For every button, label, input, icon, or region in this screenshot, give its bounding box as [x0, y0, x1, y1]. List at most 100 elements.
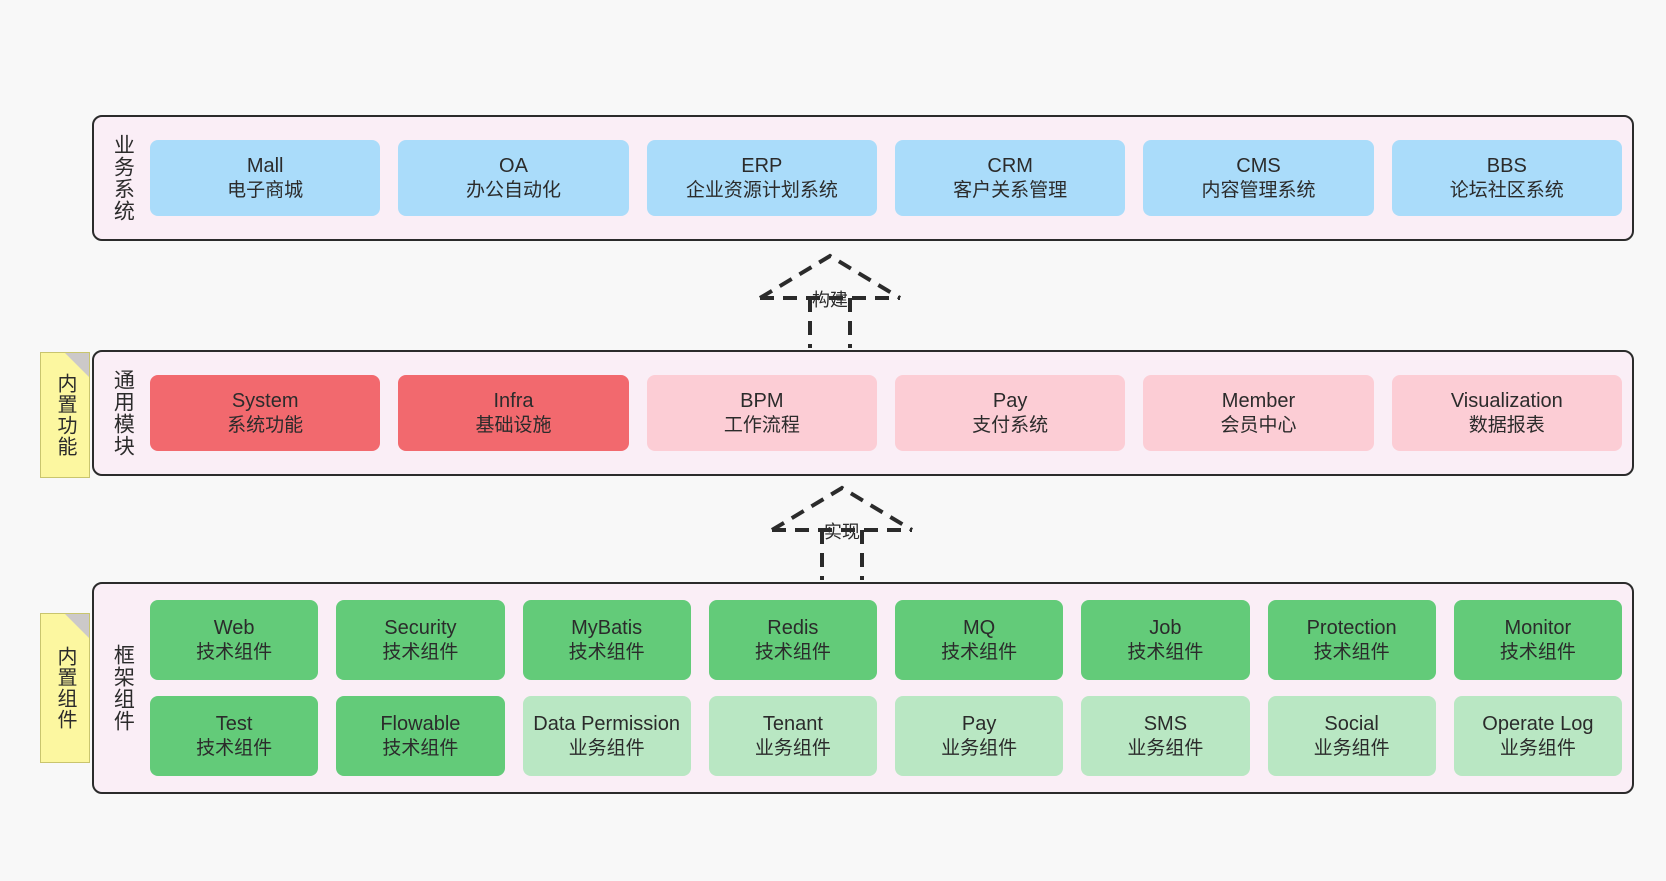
card-subtitle: 技术组件: [941, 641, 1018, 663]
card-subtitle: 技术组件: [196, 641, 273, 663]
arrow-build-icon: [758, 253, 902, 348]
card-mybatis[interactable]: MyBatis 技术组件: [522, 600, 691, 680]
card-subtitle: 技术组件: [1127, 641, 1204, 663]
card-row: Mall 电子商城 OA 办公自动化 ERP 企业资源计划系统 CRM 客户关系…: [150, 140, 1622, 216]
card-subtitle: 内容管理系统: [1201, 179, 1316, 201]
layer-body-business-systems: Mall 电子商城 OA 办公自动化 ERP 企业资源计划系统 CRM 客户关系…: [150, 117, 1632, 239]
card-subtitle: 技术组件: [568, 641, 645, 663]
card-subtitle: 企业资源计划系统: [685, 179, 838, 201]
card-title: Security: [384, 617, 457, 640]
card-subtitle: 技术组件: [754, 641, 831, 663]
card-operate-log[interactable]: Operate Log 业务组件: [1453, 696, 1622, 776]
card-security[interactable]: Security 技术组件: [336, 600, 505, 680]
card-pay[interactable]: Pay 支付系统: [894, 375, 1126, 451]
card-crm[interactable]: CRM 客户关系管理: [894, 140, 1126, 216]
card-title: Mall: [246, 155, 284, 178]
card-row: System 系统功能 Infra 基础设施 BPM 工作流程 Pay 支付系统…: [150, 375, 1622, 451]
card-subtitle: 工作流程: [723, 414, 800, 436]
card-member[interactable]: Member 会员中心: [1143, 375, 1374, 451]
card-title: Protection: [1306, 617, 1397, 640]
card-protection[interactable]: Protection 技术组件: [1267, 600, 1436, 680]
layer-title-common-modules: 通用模块: [111, 369, 135, 457]
card-title: MyBatis: [571, 617, 643, 640]
card-web[interactable]: Web 技术组件: [150, 600, 319, 680]
card-title: Member: [1221, 390, 1296, 413]
layer-body-framework-components: Web 技术组件 Security 技术组件 MyBatis 技术组件 Redi…: [150, 584, 1632, 792]
card-subtitle: 技术组件: [1313, 641, 1390, 663]
card-subtitle: 支付系统: [972, 414, 1049, 436]
card-subtitle: 业务组件: [1313, 737, 1390, 759]
card-title: CMS: [1236, 155, 1281, 178]
card-job[interactable]: Job 技术组件: [1081, 600, 1250, 680]
card-title: Monitor: [1504, 617, 1572, 640]
card-erp[interactable]: ERP 企业资源计划系统: [646, 140, 877, 216]
card-cms[interactable]: CMS 内容管理系统: [1143, 140, 1374, 216]
card-subtitle: 业务组件: [754, 737, 831, 759]
generalization-arrow-realize: 实现: [752, 482, 932, 582]
generalization-arrow-build: 构建: [740, 250, 920, 350]
card-sms[interactable]: SMS 业务组件: [1081, 696, 1250, 776]
card-row: Web 技术组件 Security 技术组件 MyBatis 技术组件 Redi…: [150, 600, 1622, 680]
card-oa[interactable]: OA 办公自动化: [398, 140, 629, 216]
card-subtitle: 技术组件: [382, 641, 459, 663]
card-title: Test: [215, 713, 253, 736]
note-label: 内置组件: [54, 646, 76, 730]
card-title: CRM: [987, 155, 1033, 178]
card-subtitle: 会员中心: [1220, 414, 1297, 436]
card-title: Pay: [992, 390, 1028, 413]
card-tenant[interactable]: Tenant 业务组件: [708, 696, 877, 776]
card-mall[interactable]: Mall 电子商城: [150, 140, 381, 216]
card-title: Operate Log: [1482, 713, 1594, 736]
layer-title-framework-components: 框架组件: [111, 644, 135, 732]
card-system[interactable]: System 系统功能: [150, 375, 381, 451]
card-social[interactable]: Social 业务组件: [1267, 696, 1436, 776]
arrow-realize-label: 实现: [824, 522, 860, 542]
card-title: Flowable: [380, 713, 461, 736]
card-infra[interactable]: Infra 基础设施: [398, 375, 629, 451]
card-mq[interactable]: MQ 技术组件: [895, 600, 1064, 680]
card-flowable[interactable]: Flowable 技术组件: [336, 696, 505, 776]
card-title: Social: [1324, 713, 1379, 736]
card-monitor[interactable]: Monitor 技术组件: [1453, 600, 1622, 680]
card-title: Visualization: [1450, 390, 1563, 413]
card-subtitle: 数据报表: [1468, 414, 1545, 436]
card-subtitle: 业务组件: [941, 737, 1018, 759]
layer-common-modules: 通用模块 System 系统功能 Infra 基础设施 BPM 工作流程 Pay…: [92, 350, 1634, 476]
card-data-permission[interactable]: Data Permission 业务组件: [522, 696, 691, 776]
card-subtitle: 论坛社区系统: [1449, 179, 1564, 201]
card-title: Pay: [961, 713, 997, 736]
card-title: OA: [499, 155, 528, 178]
layer-body-common-modules: System 系统功能 Infra 基础设施 BPM 工作流程 Pay 支付系统…: [150, 352, 1632, 474]
card-subtitle: 办公自动化: [465, 179, 561, 201]
card-bbs[interactable]: BBS 论坛社区系统: [1391, 140, 1622, 216]
card-redis[interactable]: Redis 技术组件: [708, 600, 877, 680]
layer-framework-components: 框架组件 Web 技术组件 Security 技术组件 MyBatis 技术组件…: [92, 582, 1634, 794]
card-subtitle: 电子商城: [227, 179, 304, 201]
card-bpm[interactable]: BPM 工作流程: [646, 375, 877, 451]
arrow-realize-icon: [770, 485, 914, 580]
card-title: ERP: [741, 155, 783, 178]
card-subtitle: 业务组件: [568, 737, 645, 759]
card-title: BBS: [1486, 155, 1527, 178]
note-builtin-components: 内置组件: [40, 613, 90, 763]
card-visualization[interactable]: Visualization 数据报表: [1391, 375, 1622, 451]
card-pay-component[interactable]: Pay 业务组件: [895, 696, 1064, 776]
card-test[interactable]: Test 技术组件: [150, 696, 319, 776]
note-builtin-features: 内置功能: [40, 352, 90, 478]
card-title: Web: [213, 617, 255, 640]
card-subtitle: 业务组件: [1127, 737, 1204, 759]
card-row: Test 技术组件 Flowable 技术组件 Data Permission …: [150, 696, 1622, 776]
card-subtitle: 业务组件: [1499, 737, 1576, 759]
card-subtitle: 客户关系管理: [953, 179, 1068, 201]
card-title: BPM: [740, 390, 784, 413]
card-subtitle: 技术组件: [196, 737, 273, 759]
layer-title-business-systems: 业务系统: [111, 134, 135, 222]
card-subtitle: 系统功能: [227, 414, 304, 436]
arrow-build-label: 构建: [812, 290, 848, 310]
card-title: Infra: [493, 390, 534, 413]
note-label: 内置功能: [54, 373, 76, 457]
card-title: MQ: [963, 617, 996, 640]
card-subtitle: 基础设施: [475, 414, 552, 436]
card-title: Job: [1149, 617, 1182, 640]
page-fold-icon: [65, 353, 89, 377]
